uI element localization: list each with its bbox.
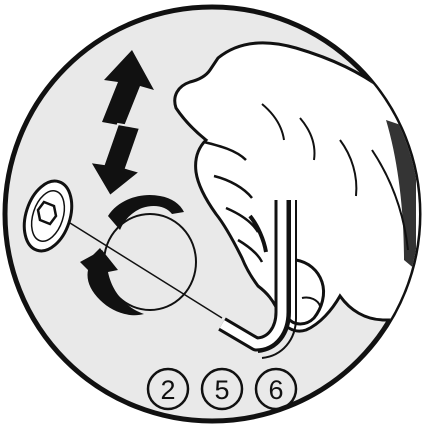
part-number-2-label: 2 <box>160 375 175 405</box>
part-numbers: 2 5 6 <box>148 369 296 409</box>
part-number-6-label: 6 <box>268 375 283 405</box>
part-number-5-label: 5 <box>214 375 229 405</box>
